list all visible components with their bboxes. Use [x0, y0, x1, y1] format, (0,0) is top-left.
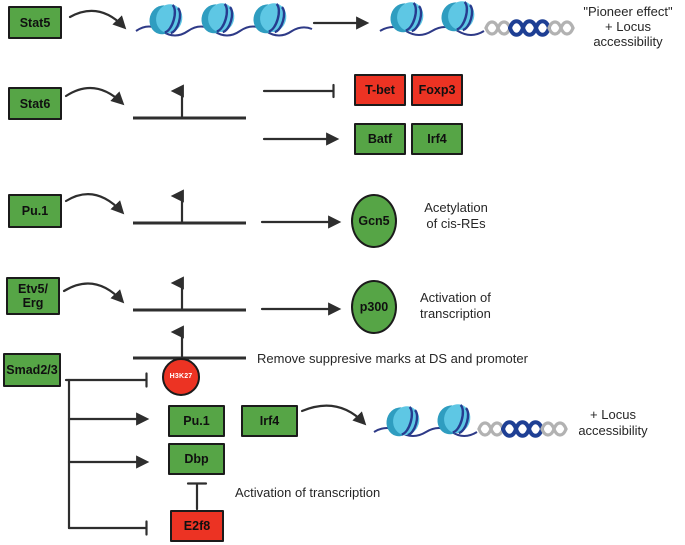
closed-chromatin-icon [135, 0, 313, 41]
open-chromatin-icon-bottom [373, 398, 568, 443]
target-box-pu1-smad: Pu.1 [168, 405, 225, 437]
target-box-tbet: T-bet [354, 74, 406, 106]
target-box-batf: Batf [354, 123, 406, 155]
pu1-curved-arrow [64, 193, 125, 215]
etv5-curved-arrow [62, 282, 125, 304]
target-box-foxp3: Foxp3 [411, 74, 463, 106]
stat5-curved-arrow [68, 9, 127, 30]
irf4-curved-arrow [300, 404, 367, 426]
factor-box-smad23: Smad2/3 [3, 353, 61, 387]
target-box-dbp: Dbp [168, 443, 225, 475]
factor-box-pu1: Pu.1 [8, 194, 62, 228]
factor-box-etv5-erg: Etv5/ Erg [6, 277, 60, 315]
factor-box-stat6: Stat6 [8, 87, 62, 120]
promoter-icon-h3k27 [133, 325, 246, 360]
promoter-icon-etv5 [133, 276, 246, 312]
target-box-e2f8: E2f8 [170, 510, 224, 542]
target-box-irf4-smad: Irf4 [241, 405, 298, 437]
note-activation-transcription-top: Activation of transcription [420, 290, 491, 321]
promoter-icon-stat6 [133, 84, 246, 120]
note-acetylation: Acetylation of cis-REs [424, 200, 488, 231]
enzyme-circle-p300: p300 [351, 280, 397, 334]
open-chromatin-icon-top [379, 0, 575, 39]
note-activation-transcription-bottom: Activation of transcription [235, 485, 381, 500]
histone-mark-circle-h3k27: H3K27 [162, 358, 200, 396]
stat6-curved-arrow [64, 86, 125, 106]
note-locus-accessibility: + Locus accessibility [578, 407, 648, 438]
smad-branch-tree [64, 372, 150, 536]
note-pioneer-effect: "Pioneer effect" + Locus accessibility [583, 4, 673, 49]
target-box-irf4: Irf4 [411, 123, 463, 155]
promoter-icon-pu1 [133, 189, 246, 225]
e2f8-inhibition-line [186, 482, 208, 511]
enzyme-circle-gcn5: Gcn5 [351, 194, 397, 248]
inhibition-line-tbet [262, 83, 335, 99]
factor-box-stat5: Stat5 [8, 6, 62, 39]
note-remove-marks: Remove suppresive marks at DS and promot… [257, 351, 528, 366]
